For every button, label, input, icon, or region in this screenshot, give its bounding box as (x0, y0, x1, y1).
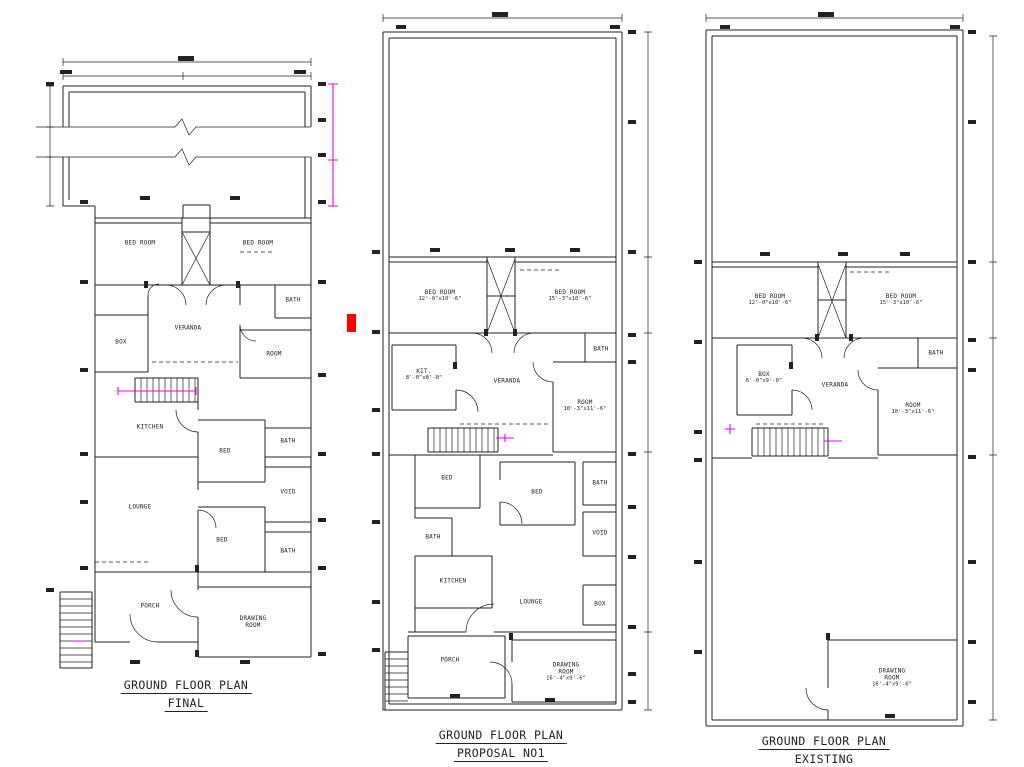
room-label-existing-bath: BATH (928, 349, 944, 357)
plan-proposal-boundary-walls (382, 31, 623, 711)
plan-proposal-linework (372, 12, 652, 711)
room-label-proposal-no1-bed: BED (441, 474, 453, 482)
plan-proposal-house-walls (384, 256, 617, 711)
room-label-proposal-no1-kit-: KIT.8'-0"x8'-0" (405, 368, 443, 382)
plan-title-proposal-line1: GROUND FLOOR PLAN (435, 728, 567, 744)
room-label-proposal-no1-bed: BED (531, 488, 543, 496)
room-label-final-room: ROOM (266, 350, 282, 358)
plan-proposal-hidden-lines (460, 269, 560, 425)
plan-final-hidden-lines (95, 251, 275, 563)
plan-proposal-dimension-text-marks (372, 12, 636, 704)
plan-title-existing: GROUND FLOOR PLAN EXISTING (758, 734, 890, 767)
room-label-final-bed-room: BED ROOM (242, 239, 274, 247)
plan-title-final: GROUND FLOOR PLAN FINAL (120, 678, 252, 714)
plan-title-proposal-no1: GROUND FLOOR PLAN PROPOSAL NO1 (435, 728, 567, 764)
room-label-final-bath: BATH (285, 296, 301, 304)
plan-final-break-lines (36, 118, 311, 166)
plan-existing-stair-treads (757, 428, 825, 456)
plan-final-dimension-lines (46, 58, 312, 207)
plan-proposal-magenta-dimension (496, 434, 514, 442)
plan-final-boundary-walls (62, 85, 312, 218)
plan-title-proposal-line2: PROPOSAL NO1 (454, 746, 548, 762)
plan-final-linework (36, 56, 356, 669)
room-label-final-bed-room: BED ROOM (124, 239, 156, 247)
plan-final-red-marker (347, 314, 356, 332)
plan-final-stair-treads (60, 378, 196, 663)
plan-existing-dimension-lines (705, 14, 997, 721)
plan-final-shaft-cross (181, 231, 211, 286)
plan-final-dimension-text-marks (46, 56, 326, 664)
plan-existing-hidden-lines (756, 271, 890, 425)
plan-proposal-dimension-lines (382, 14, 652, 711)
plan-proposal-stair-treads (385, 428, 495, 702)
plan-final-door-arcs (129, 283, 257, 643)
plan-title-final-line2: FINAL (164, 696, 208, 712)
room-label-proposal-no1-bath: BATH (425, 533, 441, 541)
room-label-final-bath: BATH (280, 547, 296, 555)
plan-proposal-shaft-cross (486, 258, 516, 334)
room-label-proposal-no1-bath: BATH (592, 479, 608, 487)
plan-existing-linework (694, 12, 997, 727)
plan-existing-house-walls (712, 261, 957, 720)
plan-title-existing-line1: GROUND FLOOR PLAN (758, 734, 890, 750)
room-label-final-kitchen: KITCHEN (136, 423, 164, 431)
room-label-final-bed: BED (216, 536, 228, 544)
plan-existing-dimension-text-marks (694, 12, 976, 718)
room-label-proposal-no1-lounge: LOUNGE (519, 598, 543, 606)
plan-existing-shaft-cross (817, 263, 847, 339)
room-label-final-void: VOID (280, 488, 296, 496)
room-label-final-veranda: VERANDA (174, 324, 202, 332)
room-label-proposal-no1-kitchen: KITCHEN (439, 577, 467, 585)
plan-title-final-line1: GROUND FLOOR PLAN (120, 678, 252, 694)
plan-final-magenta-dimension (72, 83, 338, 642)
plan-proposal-door-arcs (455, 332, 554, 685)
plan-final-house-walls (59, 204, 312, 669)
plan-title-existing-line2: EXISTING (792, 752, 857, 767)
plan-existing-door-arcs (791, 337, 879, 711)
plan-existing-magenta-dimension (725, 424, 842, 442)
room-label-final-bath: BATH (280, 437, 296, 445)
plan-existing-boundary-walls (705, 29, 964, 727)
room-label-final-porch: PORCH (140, 602, 160, 610)
room-label-proposal-no1-void: VOID (592, 529, 608, 537)
room-label-proposal-no1-porch: PORCH (440, 656, 460, 664)
room-label-final-bed: BED (219, 447, 231, 455)
room-label-final-lounge: LOUNGE (128, 503, 152, 511)
room-label-final-box: BOX (115, 338, 127, 346)
room-label-proposal-no1-bath: BATH (593, 345, 609, 353)
room-label-proposal-no1-veranda: VERANDA (493, 377, 521, 385)
room-label-existing-veranda: VERANDA (821, 381, 849, 389)
room-label-proposal-no1-box: BOX (594, 600, 606, 608)
